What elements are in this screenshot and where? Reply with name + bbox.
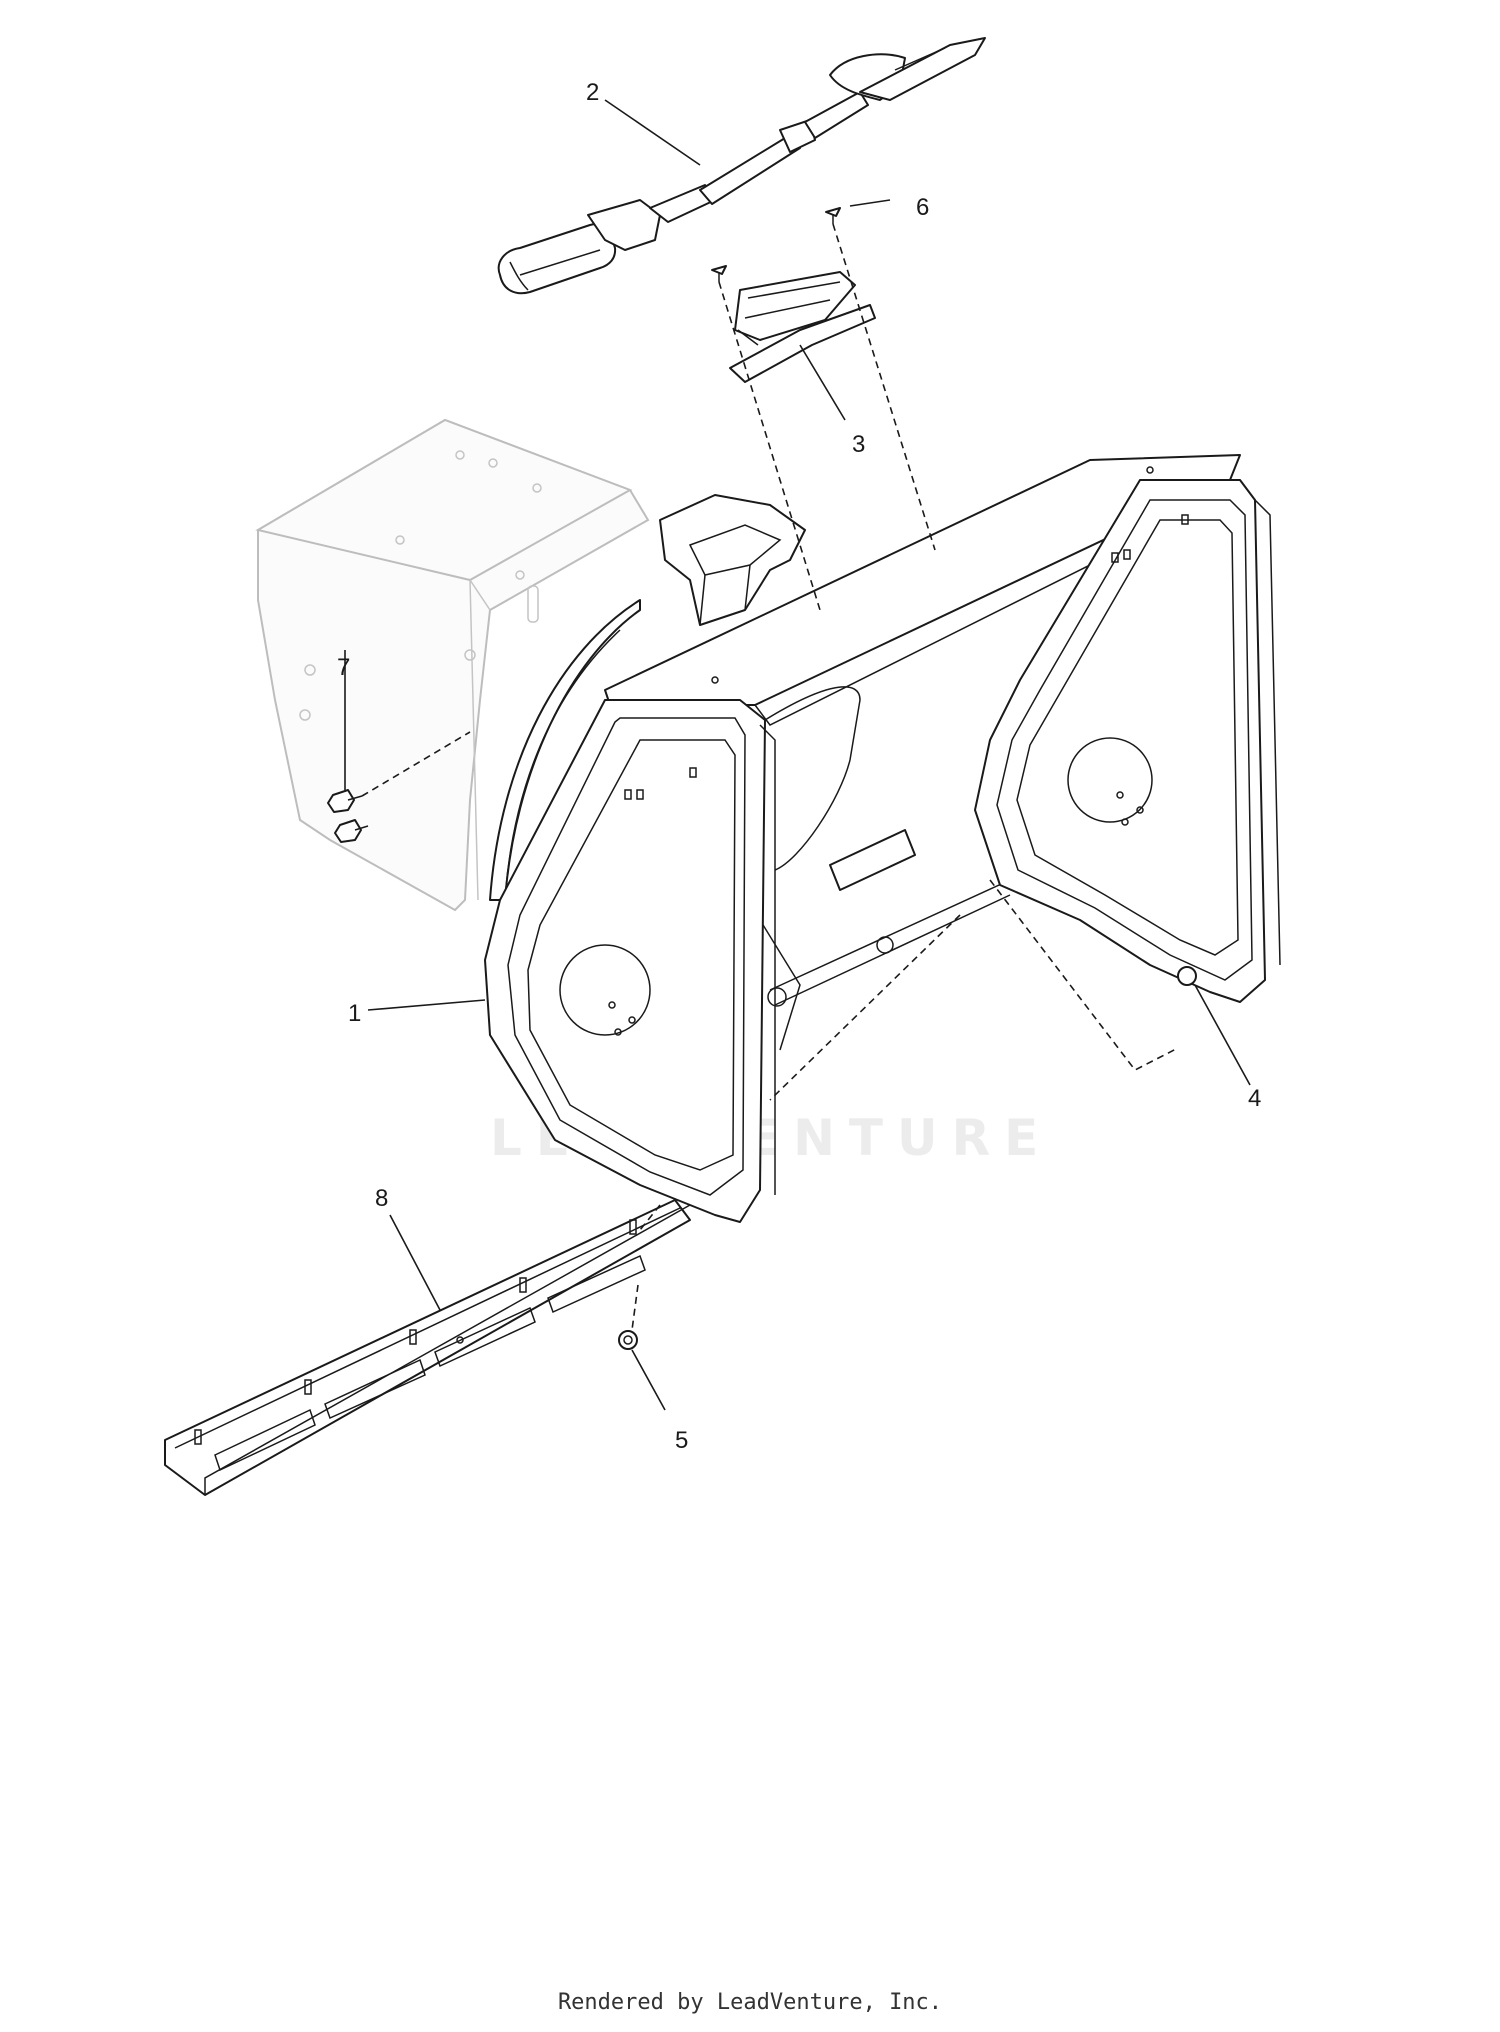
hex-nut (618, 1330, 638, 1350)
auger-housing (484, 454, 1281, 1223)
callout-3: 3 (852, 431, 865, 458)
callout-2: 2 (586, 79, 599, 106)
callout-4: 4 (1248, 1085, 1261, 1112)
chute-crank (497, 37, 986, 295)
assembly-lines (361, 223, 1179, 1331)
callout-7: 7 (337, 654, 350, 681)
chute-bracket (729, 271, 876, 383)
footer-credit: Rendered by LeadVenture, Inc. (557, 1990, 943, 2015)
chute-base (659, 494, 806, 626)
engine-housing-ghost (255, 418, 650, 912)
callout-1: 1 (348, 1000, 361, 1027)
callout-6: 6 (916, 194, 929, 221)
plug (1177, 966, 1197, 986)
carriage-bolts (711, 207, 841, 282)
auger-housing-back (489, 599, 916, 1051)
leader-lines (344, 99, 1251, 1411)
callouts: 1 2 3 4 5 6 7 8 (337, 79, 1261, 1454)
callout-5: 5 (675, 1427, 688, 1454)
hex-bolts (327, 789, 369, 843)
shave-plate (164, 1199, 691, 1496)
callout-8: 8 (375, 1185, 388, 1212)
